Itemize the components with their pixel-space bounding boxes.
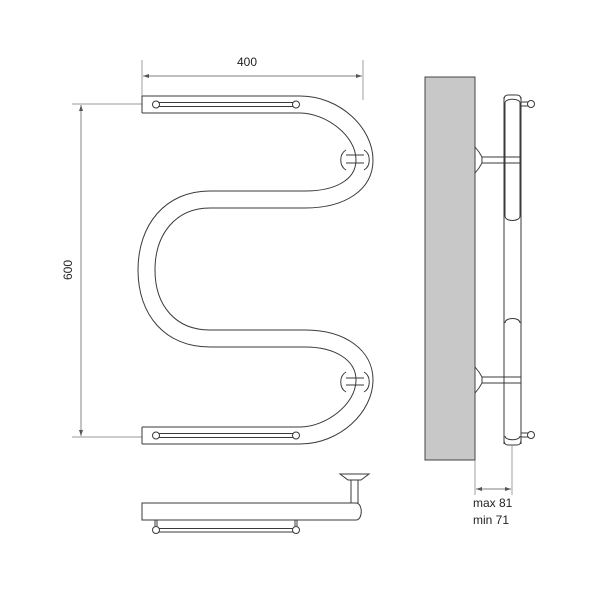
lower-wall-bracket — [340, 371, 370, 393]
height-dimension: 600 — [61, 103, 142, 438]
wall-offset-max-label: max 81 — [473, 496, 513, 510]
wall — [424, 76, 476, 461]
top-shelf-bar — [152, 100, 300, 109]
side-view — [424, 76, 535, 495]
wall-offset-dimension — [474, 445, 513, 495]
width-label: 400 — [237, 55, 257, 69]
wall-offset-min-label: min 71 — [473, 513, 510, 527]
height-label: 600 — [61, 260, 75, 280]
upper-wall-bracket — [340, 149, 370, 171]
front-view: 400 600 — [61, 55, 374, 445]
width-dimension: 400 — [141, 55, 364, 100]
pipe-outer-contour — [142, 95, 374, 445]
bottom-shelf-bar — [152, 431, 300, 440]
pipe-inner-contour — [137, 112, 357, 428]
top-view — [141, 473, 371, 534]
